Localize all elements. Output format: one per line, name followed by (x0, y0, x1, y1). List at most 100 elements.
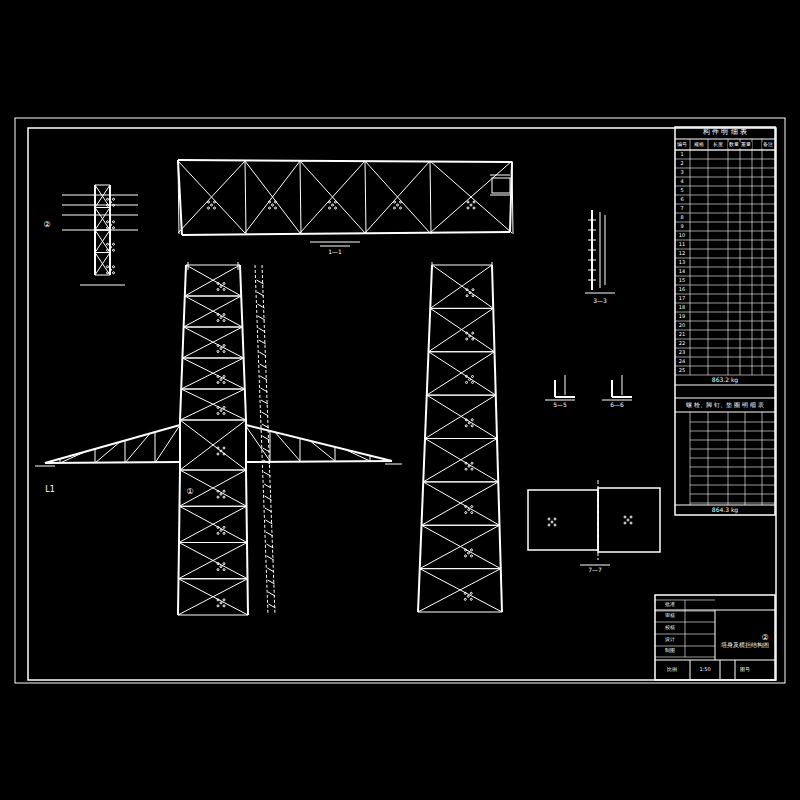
bolt-hole (223, 289, 225, 291)
member-line (181, 389, 246, 420)
member-line (95, 442, 120, 463)
bolt-hole (211, 204, 213, 206)
member-line (422, 482, 499, 525)
member-line (545, 400, 575, 401)
bolt-hole (110, 224, 112, 226)
member-line (265, 520, 272, 524)
member-line (269, 604, 276, 608)
bolt-hole (223, 376, 225, 378)
bolt-hole (107, 227, 109, 229)
bolt-hole (223, 599, 225, 601)
member-line (612, 396, 632, 398)
member-line (690, 660, 691, 680)
bolt-hole (223, 569, 225, 571)
bolt-hole (472, 381, 474, 383)
member-line (246, 461, 392, 462)
bolt-hole (113, 272, 115, 274)
bolt-hole (107, 272, 109, 274)
drawing-label: ① (185, 488, 194, 497)
bolt-hole (465, 425, 467, 427)
bolt-hole (400, 201, 402, 203)
member-line (186, 265, 241, 296)
member-line (432, 262, 433, 270)
bolt-hole (466, 289, 468, 291)
member-line (95, 252, 110, 253)
member-line (275, 432, 300, 461)
drawing-label: 3—3 (592, 298, 608, 305)
bolt-hole (472, 289, 474, 291)
member-line (95, 185, 110, 208)
member-line (300, 161, 365, 233)
bolt-hole (113, 204, 115, 206)
bolt-hole (220, 566, 222, 568)
member-line (602, 400, 632, 401)
member-line (268, 592, 275, 596)
member-line (45, 462, 180, 463)
drawing-label: 19 (678, 314, 686, 320)
member-line (425, 439, 498, 482)
member-line (182, 358, 243, 359)
member-line (423, 482, 499, 525)
member-line (762, 412, 763, 505)
bolt-hole (548, 518, 550, 520)
drawing-label: 11 (678, 242, 686, 248)
bolt-hole (113, 227, 115, 229)
member-line (422, 525, 500, 526)
member-line (425, 395, 496, 438)
member-line (180, 470, 246, 471)
member-line (429, 351, 495, 352)
member-line (257, 280, 264, 284)
bolt-hole (223, 345, 225, 347)
bolt-hole (465, 468, 467, 470)
bolt-hole (275, 207, 277, 209)
member-line (180, 506, 247, 507)
member-line (720, 660, 721, 680)
member-line (180, 420, 246, 421)
member-line (238, 262, 239, 270)
bolt-hole (472, 375, 474, 377)
bolt-hole (217, 351, 219, 353)
member-line (655, 660, 775, 661)
member-line (95, 449, 96, 463)
member-line (258, 328, 265, 332)
member-line (427, 352, 495, 395)
bolt-hole (394, 207, 396, 209)
member-line (752, 139, 753, 375)
bolt-hole (223, 490, 225, 492)
member-line (554, 380, 556, 397)
member-line (490, 195, 510, 196)
drawing-label: ② (42, 221, 51, 230)
bolt-hole (464, 598, 466, 600)
member-line (728, 139, 729, 375)
member-line (429, 308, 494, 351)
member-line (420, 569, 502, 612)
member-line (690, 412, 691, 505)
member-line (588, 240, 596, 241)
bolt-hole (473, 207, 475, 209)
member-line (588, 270, 596, 271)
frame-rect (15, 118, 785, 683)
bolt-hole (107, 266, 109, 268)
member-line (300, 438, 301, 461)
member-line (335, 447, 336, 461)
bolt-hole (217, 447, 219, 449)
bolt-hole (468, 422, 470, 424)
member-line (422, 525, 501, 568)
member-line (185, 296, 241, 297)
bolt-hole (223, 413, 225, 415)
drawing-label: 14 (678, 269, 686, 275)
member-line (188, 262, 189, 270)
bolt-hole (223, 283, 225, 285)
member-line (178, 161, 245, 233)
member-line (432, 265, 493, 308)
bolt-hole (472, 332, 474, 334)
bolt-hole (223, 314, 225, 316)
member-line (735, 660, 736, 680)
member-line (430, 265, 492, 308)
member-line (267, 568, 274, 572)
drawing-label: 22 (678, 341, 686, 347)
bolt-hole (624, 522, 626, 524)
member-line (180, 506, 248, 542)
